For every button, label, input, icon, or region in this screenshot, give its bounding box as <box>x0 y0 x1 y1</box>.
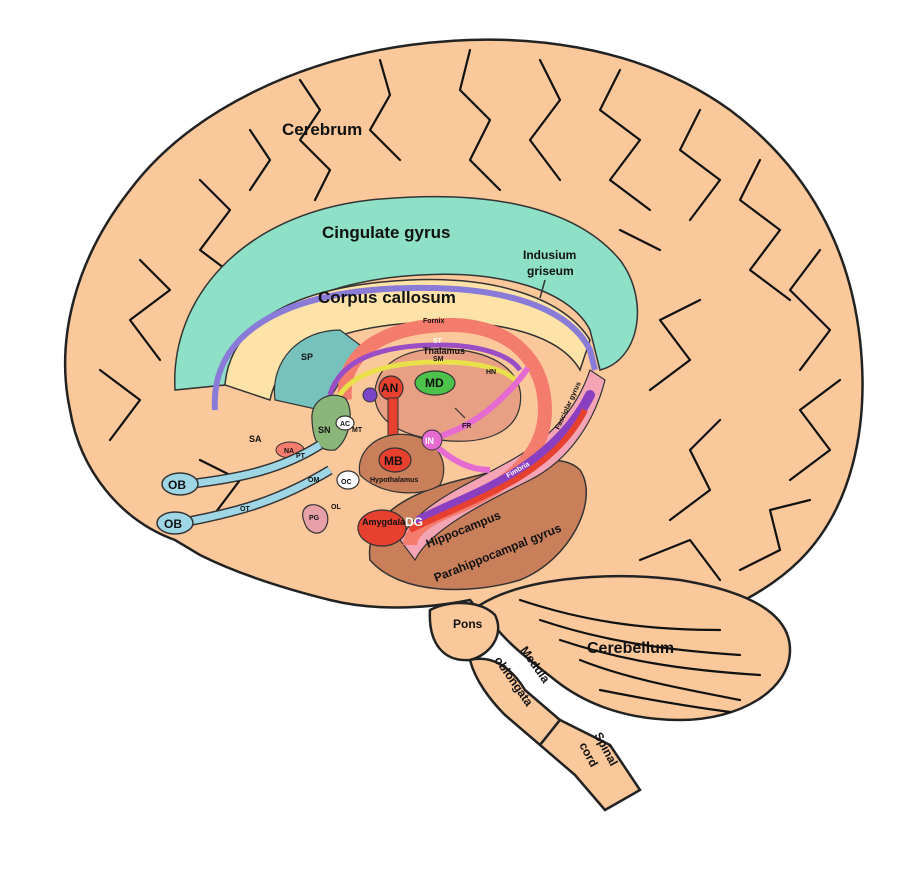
st-label: ST <box>433 338 443 345</box>
cortical-sulci <box>98 48 842 602</box>
amygdala-region <box>357 509 407 547</box>
corpus-callosum-label: Corpus callosum <box>318 288 456 307</box>
cerebrum-label: Cerebrum <box>282 120 362 139</box>
cerebrum-region <box>64 38 864 645</box>
thalamus-region <box>374 348 522 442</box>
md-nucleus <box>414 370 456 396</box>
indusium-label-1: Indusium <box>523 248 576 262</box>
in-pathway <box>429 366 531 443</box>
stria-medullaris-line <box>332 359 517 406</box>
spinal-cord-region <box>538 718 642 812</box>
parahippocampal-region <box>368 459 587 591</box>
oc-label: OC <box>341 479 352 486</box>
mb-nucleus <box>378 447 412 473</box>
olfactory-bulb-lower <box>156 511 194 535</box>
cerebellum-label: Cerebellum <box>587 640 674 657</box>
pg-label: PG <box>309 515 320 522</box>
sa-label: SA <box>249 434 262 444</box>
ac-label: AC <box>340 421 350 428</box>
amygdala-label: Amygdala <box>362 517 406 527</box>
fr-label: FR <box>462 423 471 430</box>
md-label: MD <box>425 376 444 390</box>
dg-label: DG <box>405 515 423 529</box>
ac-region <box>335 415 355 431</box>
thalamus-label: Thalamus <box>423 346 465 356</box>
in-nucleus <box>421 429 443 451</box>
om-label: OM <box>308 477 319 484</box>
cingulate-gyrus-label: Cingulate gyrus <box>322 223 450 242</box>
fornix-label: Fornix <box>423 318 444 325</box>
olfactory-bulb-upper <box>161 472 199 496</box>
sp-label: SP <box>301 352 313 362</box>
indusium-griseum-line <box>211 284 598 411</box>
an-small-circle <box>362 387 378 403</box>
corpus-callosum-region <box>224 278 591 401</box>
pt-label: PT <box>296 453 306 460</box>
olfactory-tract-upper-fill <box>189 442 322 488</box>
cingulate-gyrus-region <box>174 195 639 391</box>
hn-label: HN <box>486 369 496 376</box>
hippocampus-ridge <box>408 408 588 533</box>
mt-label: MT <box>352 427 363 434</box>
hypothalamus-label: Hypothalamus <box>370 477 418 484</box>
cerebellum-folia <box>518 598 762 714</box>
indusium-label-2: griseum <box>527 264 574 278</box>
ol-label: OL <box>331 504 341 511</box>
fr-arrow <box>454 407 466 419</box>
indusium-pointer <box>539 279 546 299</box>
oc-region <box>336 470 360 490</box>
dentate-gyrus-region <box>415 390 595 525</box>
pons-region <box>428 601 500 662</box>
sm-label: SM <box>433 356 444 363</box>
mb-label: MB <box>384 454 403 468</box>
sn-label: SN <box>318 425 331 435</box>
in-label: IN <box>425 436 434 446</box>
ot-label: OT <box>240 506 250 513</box>
ob-lower-label: OB <box>164 517 182 531</box>
an-label: AN <box>381 381 398 395</box>
na-label: NA <box>284 448 294 455</box>
olfactory-tract-lower-fill <box>179 466 332 527</box>
pons-label: Pons <box>453 617 483 631</box>
ob-upper-label: OB <box>168 478 186 492</box>
pg-region <box>302 504 329 534</box>
stria-terminalis-line <box>327 342 523 396</box>
